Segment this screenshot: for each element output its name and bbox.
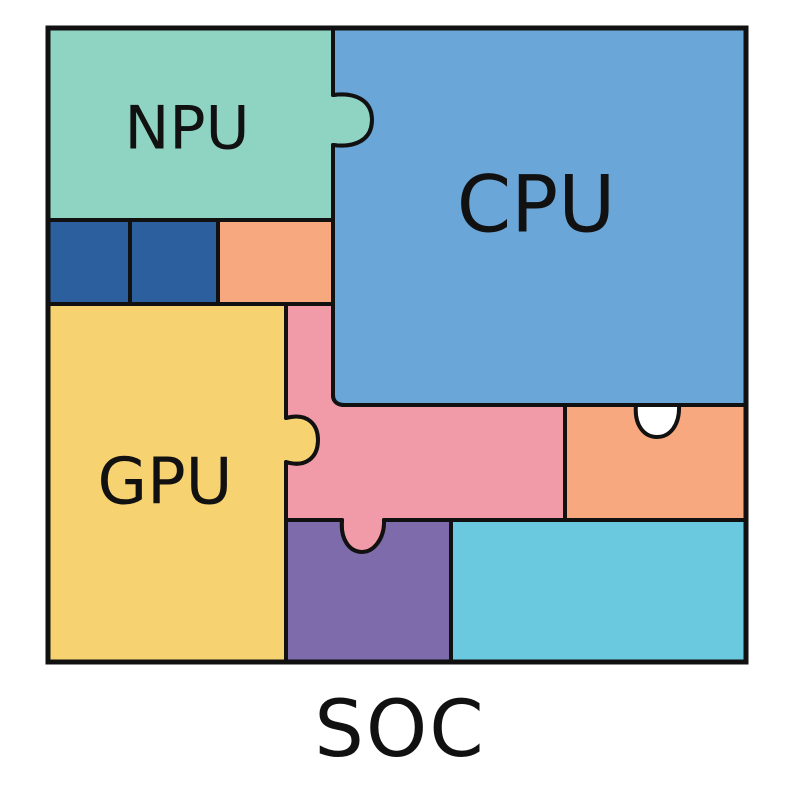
cpu-block xyxy=(331,26,748,407)
cache-block-1 xyxy=(46,218,132,306)
diagram-caption: SOC xyxy=(314,685,486,775)
gpu-label: GPU xyxy=(97,446,232,520)
io-block-small xyxy=(216,218,335,306)
io-block-right xyxy=(563,403,748,522)
chip-frame xyxy=(45,25,749,665)
cpu-label: CPU xyxy=(457,160,616,250)
npu-label: NPU xyxy=(125,94,250,164)
memory-block xyxy=(449,518,748,664)
cache-block-2 xyxy=(128,218,220,306)
dsp-block xyxy=(284,518,453,664)
